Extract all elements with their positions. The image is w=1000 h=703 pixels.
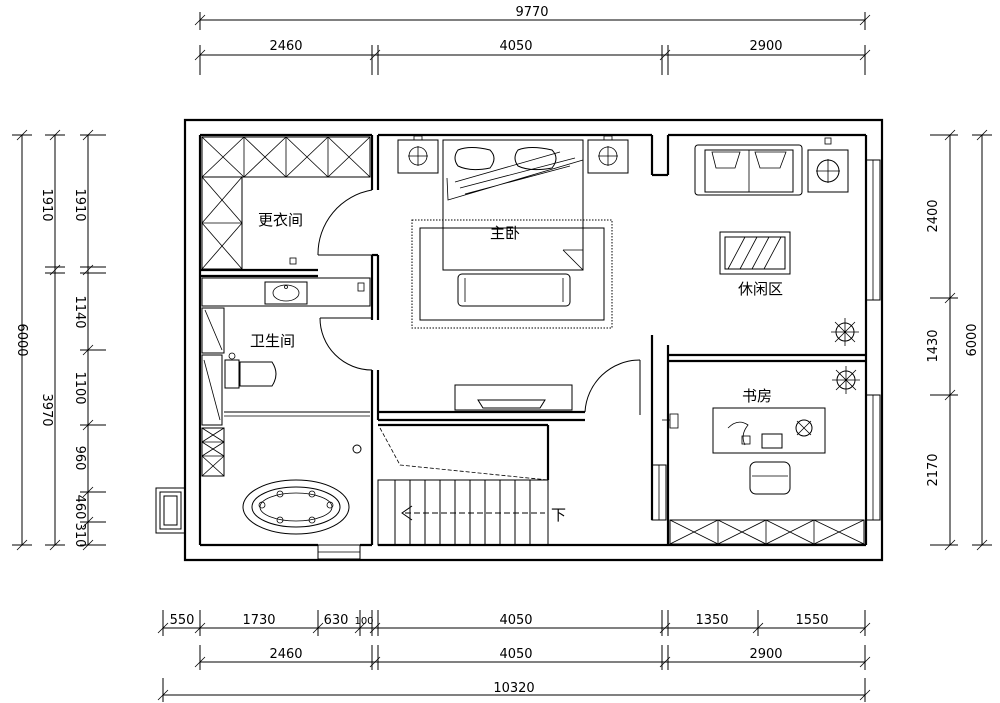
dim-right-outer: 6000 xyxy=(965,323,980,356)
dim-left-inner-0: 1140 xyxy=(72,295,87,328)
dim-top-seg3: 2900 xyxy=(749,39,782,54)
staircase: 下 xyxy=(377,427,566,546)
dim-left-inner-top: 1910 xyxy=(72,188,87,221)
dim-bottom-r1-6: 1550 xyxy=(795,613,828,628)
windows xyxy=(155,159,881,560)
right-dimensions: 2400 1430 2170 6000 xyxy=(926,129,992,551)
plant-icon xyxy=(831,318,859,346)
dim-right-inner-0: 2400 xyxy=(926,199,941,232)
dim-left-outer: 6000 xyxy=(14,323,29,356)
dim-bottom-total: 10320 xyxy=(493,681,534,696)
top-dimensions: 9770 2460 4050 2900 xyxy=(194,5,871,75)
study: 书房 xyxy=(662,366,865,545)
dim-right-inner-2: 2170 xyxy=(926,453,941,486)
bottom-dimensions: 550 1730 630 100 4050 1350 1550 2460 405… xyxy=(157,610,871,702)
bathroom: 卫生间 xyxy=(201,257,373,535)
dim-bottom-r1-2: 630 xyxy=(324,613,349,628)
room-label-master-bedroom: 主卧 xyxy=(490,224,520,242)
dim-bottom-r1-3: 100 xyxy=(354,616,373,627)
dim-top-total: 9770 xyxy=(515,5,548,20)
dim-bottom-r1-0: 550 xyxy=(170,613,195,628)
room-label-lounge: 休闲区 xyxy=(738,280,783,298)
dim-left-inner-4: 310 xyxy=(72,523,87,548)
dim-left-mid-top: 1910 xyxy=(39,188,54,221)
cloakroom: 更衣间 xyxy=(201,136,373,270)
dim-left-inner-1: 1100 xyxy=(72,371,87,404)
dim-bottom-r1-4: 4050 xyxy=(499,613,532,628)
master-bedroom: 主卧 xyxy=(397,135,641,415)
dim-bottom-r2-1: 4050 xyxy=(499,647,532,662)
walls xyxy=(183,118,884,562)
dim-left-inner-3: 460 xyxy=(72,495,87,520)
room-label-cloakroom: 更衣间 xyxy=(258,211,303,229)
dim-bottom-r2-0: 2460 xyxy=(269,647,302,662)
dim-bottom-r2-2: 2900 xyxy=(749,647,782,662)
dim-left-inner-2: 960 xyxy=(72,446,87,471)
lounge: 休闲区 xyxy=(694,137,859,346)
plant-icon xyxy=(832,366,860,394)
dim-bottom-r1-5: 1350 xyxy=(695,613,728,628)
dim-top-seg1: 2460 xyxy=(269,39,302,54)
dim-top-seg2: 4050 xyxy=(499,39,532,54)
left-dimensions: 6000 1910 3970 1910 1140 1100 960 460 xyxy=(12,129,106,551)
room-label-bathroom: 卫生间 xyxy=(250,332,295,350)
dim-right-inner-1: 1430 xyxy=(926,329,941,362)
dim-left-mid-bottom: 3970 xyxy=(39,393,54,426)
stairs-down-label: 下 xyxy=(551,506,566,524)
dim-bottom-r1-1: 1730 xyxy=(242,613,275,628)
room-label-study: 书房 xyxy=(742,387,772,405)
